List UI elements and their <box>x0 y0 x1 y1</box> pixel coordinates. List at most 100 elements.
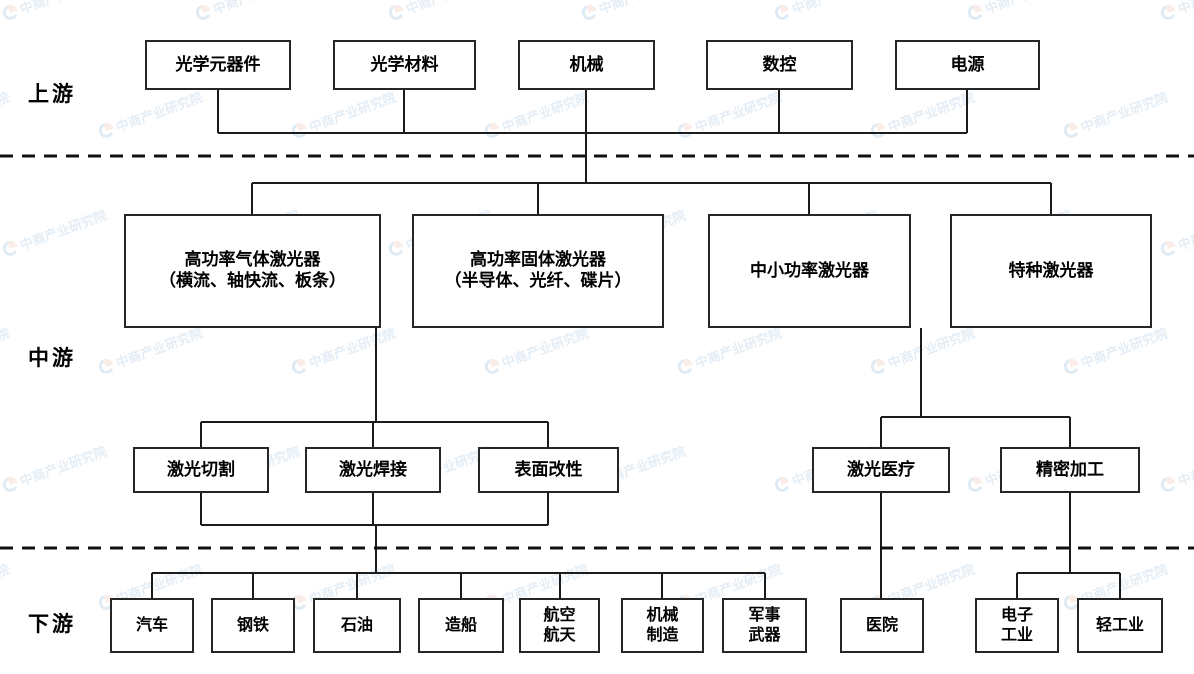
node-optical-components[interactable]: 光学元器件 <box>145 40 291 90</box>
watermark-logo-icon <box>482 356 502 376</box>
watermark-logo-icon <box>675 120 695 140</box>
node-light-industry[interactable]: 轻工业 <box>1077 598 1163 653</box>
watermark-logo-icon <box>579 2 599 22</box>
watermark-text: 中商产业研究院 <box>885 325 977 371</box>
watermark: 中商产业研究院 <box>579 0 688 24</box>
watermark-logo-icon <box>1061 120 1081 140</box>
node-laser-cutting[interactable]: 激光切割 <box>133 447 269 493</box>
node-automobile[interactable]: 汽车 <box>110 598 194 653</box>
node-laser-welding[interactable]: 激光焊接 <box>305 447 441 493</box>
watermark-logo-icon <box>482 120 502 140</box>
node-petroleum[interactable]: 石油 <box>313 598 401 653</box>
node-electronics[interactable]: 电子工业 <box>975 598 1059 653</box>
watermark-text: 中商产业研究院 <box>0 325 12 371</box>
watermark-text: 中商产业研究院 <box>17 0 109 18</box>
node-laser-medical[interactable]: 激光医疗 <box>812 447 950 493</box>
node-label: 精密加工 <box>1036 459 1104 479</box>
node-label: 激光切割 <box>167 459 235 479</box>
node-military-weapons[interactable]: 军事武器 <box>722 598 807 653</box>
node-optical-materials[interactable]: 光学材料 <box>333 40 476 90</box>
node-label: 光学元器件 <box>175 54 261 74</box>
stage-label-midstream: 中游 <box>28 346 76 370</box>
node-precision-manufacturing[interactable]: 精密加工 <box>1000 447 1140 493</box>
node-machinery-mfg[interactable]: 机械制造 <box>621 598 704 653</box>
watermark-logo-icon <box>96 356 116 376</box>
node-high-power-solid-laser[interactable]: 高功率固体激光器（半导体、光纤、碟片） <box>412 214 664 328</box>
watermark-logo-icon <box>965 2 985 22</box>
node-surface-modification[interactable]: 表面改性 <box>478 447 619 493</box>
node-label: 光学材料 <box>370 54 439 74</box>
watermark: 中商产业研究院 <box>1158 0 1194 24</box>
watermark: 中商产业研究院 <box>96 323 205 378</box>
node-hospital[interactable]: 医院 <box>840 598 924 653</box>
watermark-text: 中商产业研究院 <box>306 89 398 135</box>
watermark-logo-icon <box>1061 356 1081 376</box>
watermark-text: 中商产业研究院 <box>113 325 205 371</box>
watermark: 中商产业研究院 <box>0 441 109 496</box>
node-label: 高功率固体激光器（半导体、光纤、碟片） <box>444 250 632 290</box>
node-label: 机械制造 <box>646 606 679 644</box>
node-label: 特种激光器 <box>1008 260 1094 280</box>
watermark-text: 中商产业研究院 <box>692 325 784 371</box>
watermark-logo-icon <box>1158 2 1178 22</box>
watermark-text: 中商产业研究院 <box>17 207 109 253</box>
watermark-text: 中商产业研究院 <box>692 89 784 135</box>
node-label: 电源 <box>950 54 985 74</box>
watermark: 中商产业研究院 <box>0 323 12 378</box>
watermark-text: 中商产业研究院 <box>1175 207 1194 253</box>
node-label: 医院 <box>865 616 898 634</box>
node-shipbuilding[interactable]: 造船 <box>418 598 504 653</box>
watermark-text: 中商产业研究院 <box>789 0 881 18</box>
node-high-power-gas-laser[interactable]: 高功率气体激光器（横流、轴快流、板条） <box>124 214 381 328</box>
node-cnc[interactable]: 数控 <box>706 40 853 90</box>
watermark-logo-icon <box>868 120 888 140</box>
watermark-logo-icon <box>193 2 213 22</box>
watermark: 中商产业研究院 <box>193 0 302 24</box>
watermark: 中商产业研究院 <box>482 87 591 142</box>
watermark-text: 中商产业研究院 <box>306 325 398 371</box>
node-steel[interactable]: 钢铁 <box>211 598 295 653</box>
watermark-logo-icon <box>1158 238 1178 258</box>
node-mid-low-power-laser[interactable]: 中小功率激光器 <box>708 214 911 328</box>
node-machinery[interactable]: 机械 <box>518 40 655 90</box>
watermark-logo-icon <box>1158 474 1178 494</box>
node-label: 中小功率激光器 <box>750 260 869 280</box>
watermark-logo-icon <box>96 120 116 140</box>
node-label: 表面改性 <box>514 459 583 479</box>
node-label: 汽车 <box>135 616 168 634</box>
watermark-text: 中商产业研究院 <box>1078 89 1170 135</box>
watermark-text: 中商产业研究院 <box>1175 0 1194 18</box>
watermark-text: 中商产业研究院 <box>113 89 205 135</box>
watermark-text: 中商产业研究院 <box>1175 443 1194 489</box>
watermark: 中商产业研究院 <box>0 87 12 142</box>
watermark: 中商产业研究院 <box>0 559 12 614</box>
node-aerospace[interactable]: 航空航天 <box>519 598 600 653</box>
watermark: 中商产业研究院 <box>965 0 1074 24</box>
watermark-logo-icon <box>675 356 695 376</box>
watermark-text: 中商产业研究院 <box>499 89 591 135</box>
watermark-text: 中商产业研究院 <box>596 0 688 18</box>
node-label: 电子工业 <box>1000 606 1033 644</box>
watermark: 中商产业研究院 <box>1158 205 1194 260</box>
watermark: 中商产业研究院 <box>0 0 109 24</box>
watermark-text: 中商产业研究院 <box>1078 325 1170 371</box>
watermark-logo-icon <box>289 356 309 376</box>
watermark-logo-icon <box>772 474 792 494</box>
watermark: 中商产业研究院 <box>868 323 977 378</box>
watermark-logo-icon <box>772 2 792 22</box>
node-label: 军事武器 <box>748 606 781 644</box>
watermark-logo-icon <box>386 2 406 22</box>
node-label: 钢铁 <box>236 616 269 634</box>
watermark-text: 中商产业研究院 <box>499 325 591 371</box>
watermark: 中商产业研究院 <box>289 87 398 142</box>
node-power-supply[interactable]: 电源 <box>895 40 1040 90</box>
node-special-laser[interactable]: 特种激光器 <box>950 214 1152 328</box>
node-label: 激光焊接 <box>339 459 407 479</box>
watermark-logo-icon <box>868 356 888 376</box>
watermark: 中商产业研究院 <box>772 0 881 24</box>
watermark-logo-icon <box>289 120 309 140</box>
node-label: 高功率气体激光器（横流、轴快流、板条） <box>159 250 346 290</box>
